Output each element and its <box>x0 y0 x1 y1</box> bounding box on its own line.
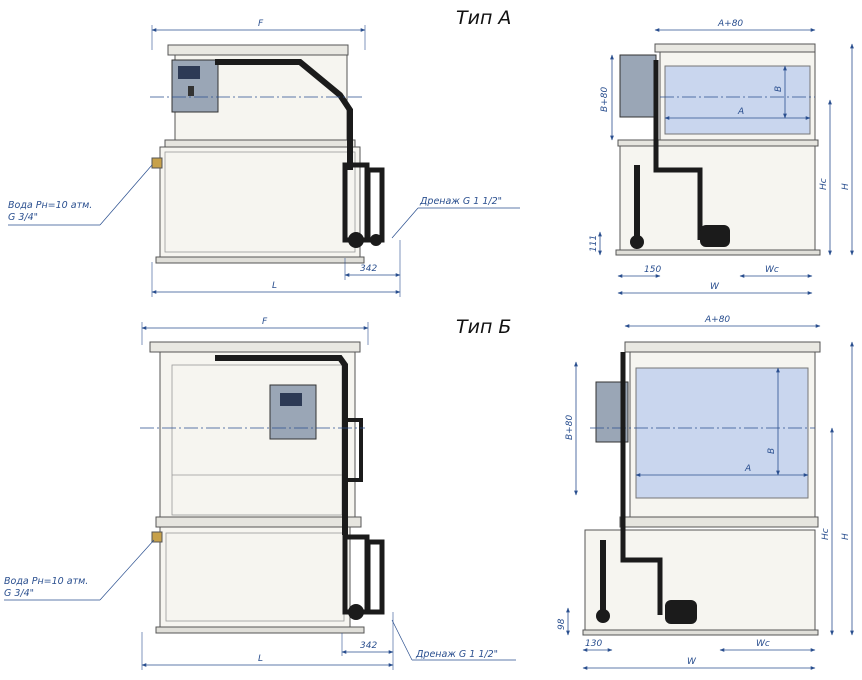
dim-hc-label: Hc <box>819 178 829 190</box>
dim-b-label: B <box>774 86 784 92</box>
dim-a-label: A <box>744 464 751 474</box>
dim-a-label: A <box>737 107 744 117</box>
dim-130-label: 130 <box>585 639 602 649</box>
dim-l-label: L <box>258 654 263 664</box>
dim-f-label: F <box>262 317 268 327</box>
type-b-front-view: F L 342 Вода Рн=10 атм. G 3/4" Дренаж G … <box>4 317 516 670</box>
control-panel-icon <box>619 54 657 118</box>
dim-b-label: B <box>767 448 777 454</box>
drain-note: Дренаж G 1 1/2" <box>419 196 502 207</box>
dim-w-label: W <box>687 657 697 667</box>
dim-h-label: H <box>841 533 851 540</box>
dim-b80-label: B+80 <box>565 415 575 440</box>
dim-wc-label: Wc <box>756 639 770 649</box>
dim-w-label: W <box>710 282 720 292</box>
water-note-line1: Вода Рн=10 атм. <box>4 576 88 587</box>
dim-f-label: F <box>258 19 264 29</box>
dim-l-label: L <box>272 281 277 291</box>
water-note-line2: G 3/4" <box>4 588 34 599</box>
dim-a80-label: A+80 <box>704 315 730 325</box>
type-b-title: Тип Б <box>456 316 511 338</box>
dim-hc-label: Hc <box>821 528 831 540</box>
dim-b80-label: B+80 <box>600 87 610 112</box>
drain-note: Дренаж G 1 1/2" <box>415 649 498 660</box>
type-a-front-view: F L 342 Вода Рн=10 атм. G 3/4" Дренаж G … <box>8 19 520 297</box>
water-note-line1: Вода Рн=10 атм. <box>8 200 92 211</box>
type-a-side-view: A+80 A B B+80 Hc H 111 150 Wc W <box>589 19 854 295</box>
dim-111-label: 111 <box>589 235 599 252</box>
type-a-title: Тип А <box>456 7 511 29</box>
dim-342-label: 342 <box>360 264 377 274</box>
dim-a80-label: A+80 <box>717 19 743 29</box>
dim-h-label: H <box>841 183 851 190</box>
dim-wc-label: Wc <box>765 265 779 275</box>
dim-342-label: 342 <box>360 641 377 651</box>
type-b-side-view: A+80 A B B+80 Hc H 98 130 Wc W <box>557 315 854 670</box>
dim-98-label: 98 <box>557 618 567 630</box>
water-note-line2: G 3/4" <box>8 212 38 223</box>
dim-150-label: 150 <box>644 265 661 275</box>
